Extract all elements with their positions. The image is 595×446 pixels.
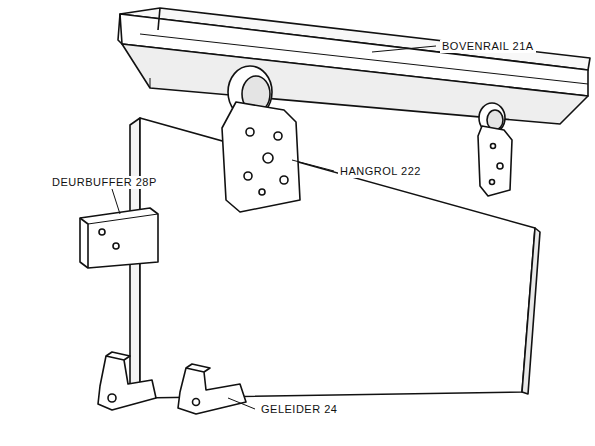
- floor-guide: [178, 364, 246, 414]
- door-panel: [130, 118, 540, 402]
- part-label: HANGROL 222: [338, 165, 423, 178]
- part-label: GELEIDER 24: [259, 403, 339, 416]
- door-buffer: [80, 208, 158, 268]
- hanger-roller: [222, 66, 300, 212]
- part-label: DEURBUFFER 28P: [50, 176, 159, 189]
- part-label: BOVENRAIL 21A: [440, 40, 536, 53]
- leader-lines: [112, 46, 436, 409]
- floor-guide: [98, 352, 156, 410]
- hanger-roller: [478, 103, 512, 196]
- top-rail: [118, 8, 590, 124]
